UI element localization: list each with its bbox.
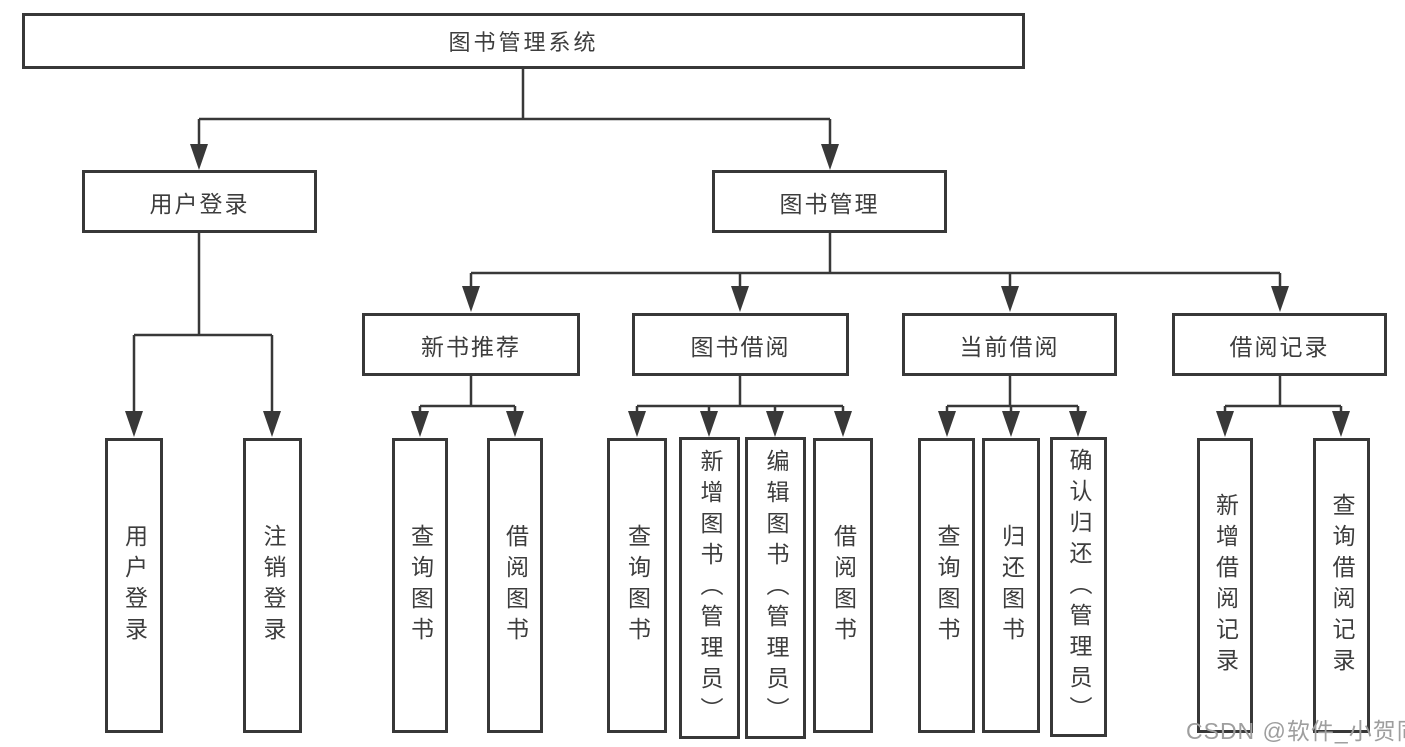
node-borrow-records: 借阅记录 [1172,313,1387,376]
node-current-borrow: 当前借阅 [902,313,1117,376]
connector-book-management-children [469,233,1282,288]
leaf-add-book-admin: 新增图书（管理员） [679,437,740,739]
leaf-return-books: 归还图书 [982,438,1040,733]
leaf-query-books-1: 查询图书 [392,438,448,733]
leaf-query-borrow-record: 查询借阅记录 [1313,438,1370,733]
node-label: 归还图书 [998,523,1025,648]
node-book-management: 图书管理 [712,170,947,233]
node-label: 图书借阅 [690,333,791,360]
leaf-borrow-books-1: 借阅图书 [487,438,543,733]
node-label: 新书推荐 [421,333,521,360]
node-label: 新增借阅记录 [1212,492,1239,679]
node-label: 查询图书 [407,523,434,648]
connector-root-to-level2 [197,68,832,146]
leaf-confirm-return-admin: 确认归还（管理员） [1050,437,1107,737]
node-label: 借阅图书 [830,523,857,648]
node-label: 用户登录 [149,190,250,217]
csdn-watermark: CSDN @软件_小贺同学 [1186,718,1405,744]
node-new-book-recommend: 新书推荐 [362,313,580,376]
node-book-borrow: 图书借阅 [632,313,849,376]
leaf-query-books-2: 查询图书 [607,438,667,733]
node-label: 新增图书（管理员） [697,448,723,728]
node-library-management-system: 图书管理系统 [22,13,1025,69]
connector-user-login-children [132,233,274,413]
node-label: 查询图书 [934,523,960,648]
leaf-borrow-books-2: 借阅图书 [813,438,873,733]
node-label: 确认归还（管理员） [1066,447,1092,727]
leaf-query-books-3: 查询图书 [918,438,975,733]
connector-borrow-records-children [1223,376,1343,413]
node-label: 编辑图书（管理员） [763,448,789,728]
node-label: 图书管理 [779,190,880,217]
node-label: 当前借阅 [959,333,1060,360]
leaf-logout: 注销登录 [243,438,302,733]
node-label: 借阅记录 [1229,333,1330,360]
node-label: 注销登录 [260,523,286,648]
connector-book-borrow-children [635,376,845,413]
node-label: 图书管理系统 [448,30,599,55]
leaf-add-borrow-record: 新增借阅记录 [1197,438,1253,733]
node-label: 借阅图书 [502,523,529,648]
node-user-login: 用户登录 [82,170,317,233]
connector-current-borrow-children [945,376,1080,413]
leaf-user-login: 用户登录 [105,438,163,733]
node-label: 用户登录 [121,523,148,648]
node-label: 查询借阅记录 [1329,492,1355,679]
connector-new-book-recommend-children [418,376,517,413]
node-label: 查询图书 [624,523,651,648]
leaf-edit-book-admin: 编辑图书（管理员） [745,437,806,739]
